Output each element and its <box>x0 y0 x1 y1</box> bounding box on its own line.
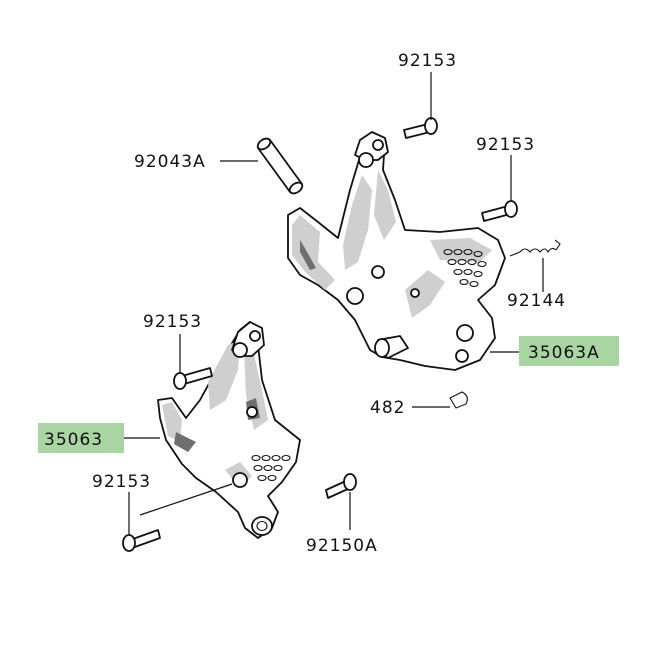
bolt-right <box>481 200 518 222</box>
bolt-92150a <box>325 473 357 499</box>
part-label-92153-top[interactable]: 92153 <box>398 51 457 71</box>
cotter-pin-482 <box>449 391 468 409</box>
bolt-left-lower <box>122 529 161 552</box>
bolt-left-upper <box>173 367 213 390</box>
part-label-92150a[interactable]: 92150A <box>306 536 378 556</box>
bracket-left-35063 <box>157 321 301 539</box>
part-label-35063[interactable]: 35063 <box>44 430 103 450</box>
part-label-92144[interactable]: 92144 <box>507 291 566 311</box>
bolt-top <box>403 117 438 139</box>
bracket-right-35063a <box>287 131 561 371</box>
part-label-482[interactable]: 482 <box>370 398 405 418</box>
leader-lines <box>124 72 544 535</box>
highlight-35063a <box>519 336 619 366</box>
part-label-92153-bottom[interactable]: 92153 <box>92 472 151 492</box>
part-label-35063a[interactable]: 35063A <box>528 343 600 363</box>
highlight-35063 <box>38 423 124 453</box>
part-label-92153-right[interactable]: 92153 <box>476 135 535 155</box>
part-label-92043a[interactable]: 92043A <box>134 152 206 172</box>
part-label-92153-mid[interactable]: 92153 <box>143 312 202 332</box>
pin-92043a <box>256 137 304 195</box>
